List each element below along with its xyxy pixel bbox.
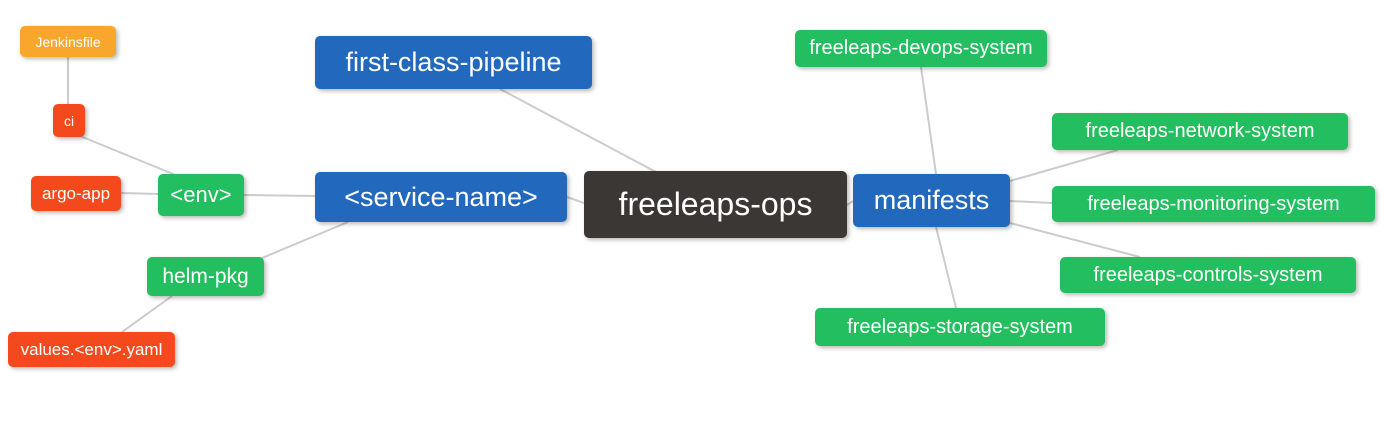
- node-ci[interactable]: ci: [53, 104, 85, 137]
- edge-first-class-pipeline-to-freeleaps-ops: [499, 88, 657, 173]
- node-argo-app[interactable]: argo-app: [31, 176, 121, 211]
- edge-manifests-to-freeleaps-monitoring-system: [1009, 200, 1053, 204]
- node-helm-pkg[interactable]: helm-pkg: [147, 257, 264, 296]
- edge-service-name-to-helm-pkg: [261, 221, 349, 259]
- node-env[interactable]: <env>: [158, 174, 244, 216]
- node-first-class-pipeline[interactable]: first-class-pipeline: [315, 36, 592, 89]
- edge-service-name-to-freeleaps-ops: [566, 196, 585, 204]
- node-values-env-yaml[interactable]: values.<env>.yaml: [8, 332, 175, 367]
- edge-freeleaps-devops-system-to-manifests: [920, 66, 937, 175]
- edge-manifests-to-freeleaps-network-system: [1009, 149, 1119, 182]
- node-service-name[interactable]: <service-name>: [315, 172, 567, 222]
- edge-argo-app-to-env: [120, 192, 159, 195]
- edge-ci-to-env: [79, 135, 179, 177]
- node-jenkinsfile[interactable]: Jenkinsfile: [20, 26, 116, 57]
- node-freeleaps-storage-system[interactable]: freeleaps-storage-system: [815, 308, 1105, 346]
- node-manifests[interactable]: manifests: [853, 174, 1010, 227]
- node-freeleaps-monitoring-system[interactable]: freeleaps-monitoring-system: [1052, 186, 1375, 222]
- edge-manifests-to-freeleaps-storage-system: [935, 226, 957, 309]
- edge-helm-pkg-to-values-env-yaml: [121, 295, 173, 333]
- edge-env-to-service-name: [243, 194, 316, 197]
- node-freeleaps-ops[interactable]: freeleaps-ops: [584, 171, 847, 238]
- node-freeleaps-network-system[interactable]: freeleaps-network-system: [1052, 113, 1348, 150]
- node-freeleaps-devops-system[interactable]: freeleaps-devops-system: [795, 30, 1047, 67]
- edge-manifests-to-freeleaps-controls-system: [1009, 222, 1141, 258]
- node-freeleaps-controls-system[interactable]: freeleaps-controls-system: [1060, 257, 1356, 293]
